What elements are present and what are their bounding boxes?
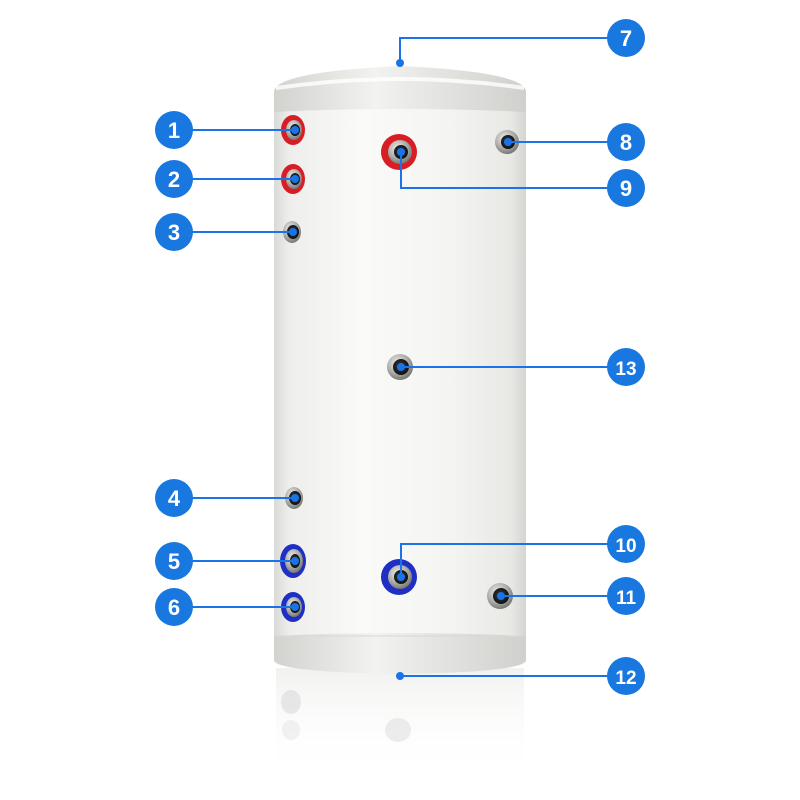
badge-5: 5 — [155, 542, 193, 580]
svg-text:3: 3 — [168, 220, 180, 245]
badge-13: 13 — [607, 348, 645, 386]
badge-2: 2 — [155, 160, 193, 198]
badge-9: 9 — [607, 169, 645, 207]
tank-top-cap — [274, 66, 526, 112]
badge-4: 4 — [155, 479, 193, 517]
svg-text:12: 12 — [615, 668, 636, 689]
svg-text:13: 13 — [615, 359, 636, 380]
svg-text:4: 4 — [168, 486, 181, 511]
svg-text:11: 11 — [616, 588, 637, 609]
leader-lines — [192, 37, 608, 677]
svg-text:10: 10 — [615, 536, 636, 557]
anchor-dots — [289, 59, 512, 680]
badge-11: 11 — [607, 577, 645, 615]
svg-text:1: 1 — [168, 118, 180, 143]
svg-text:6: 6 — [168, 595, 180, 620]
badge-3: 3 — [155, 213, 193, 251]
leader-10 — [400, 543, 608, 577]
badge-8: 8 — [607, 123, 645, 161]
leader-9 — [400, 152, 608, 189]
badge-1: 1 — [155, 111, 193, 149]
svg-text:5: 5 — [168, 549, 180, 574]
leader-7 — [399, 37, 608, 63]
badge-10: 10 — [607, 525, 645, 563]
svg-text:7: 7 — [620, 26, 632, 51]
tank-bottom-cap — [274, 633, 526, 674]
badge-6: 6 — [155, 588, 193, 626]
badge-7: 7 — [607, 19, 645, 57]
tank-reflection — [276, 668, 524, 778]
svg-text:2: 2 — [168, 167, 180, 192]
svg-text:8: 8 — [620, 130, 632, 155]
svg-text:9: 9 — [620, 176, 632, 201]
badge-12: 12 — [607, 657, 645, 695]
